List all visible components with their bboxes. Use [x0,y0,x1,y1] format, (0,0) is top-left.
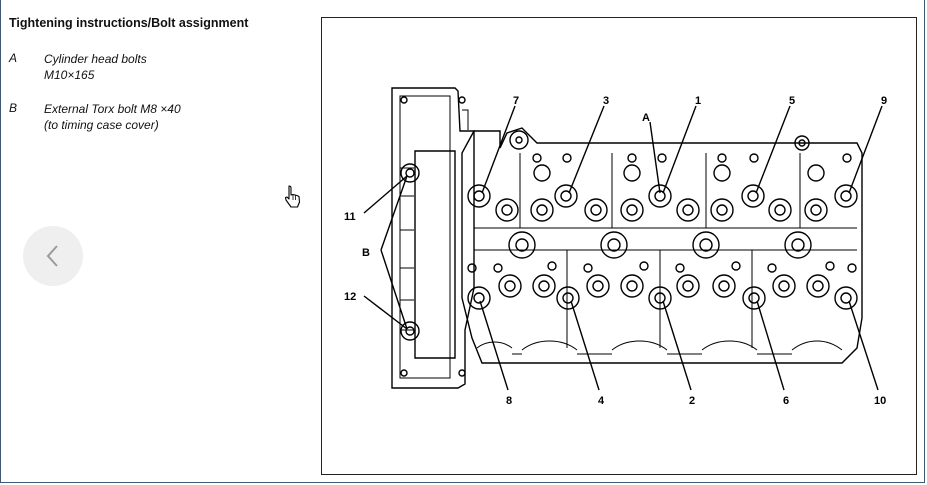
callout-3: 3 [603,95,609,107]
callout-9: 9 [881,95,887,107]
callout-2: 2 [689,395,695,407]
callout-1: 1 [695,95,701,107]
chevron-left-icon [46,245,58,267]
hand-pointer-icon [284,185,301,208]
callout-11: 11 [344,211,356,223]
callout-b: B [362,247,370,259]
callout-7: 7 [513,95,519,107]
cylinder-head-diagram: 7 3 1 5 9 A 11 B 12 8 4 2 6 10 [321,17,917,475]
page-title: Tightening instructions/Bolt assignment [9,16,249,30]
previous-page-button[interactable] [23,226,83,286]
legend-key: A [9,51,18,65]
diagram-svg: 7 3 1 5 9 A 11 B 12 8 4 2 6 10 [344,87,887,407]
callout-4: 4 [598,395,605,407]
drawing-lines [363,87,883,391]
callout-10: 10 [874,395,886,407]
legend-key: B [9,101,18,115]
callout-12: 12 [344,291,356,303]
callout-5: 5 [789,95,795,107]
legend-desc: External Torx bolt M8 ×40(to timing case… [44,102,181,132]
callout-labels: 7 3 1 5 9 A 11 B 12 8 4 2 6 10 [344,95,887,407]
callout-8: 8 [506,395,512,407]
callout-6: 6 [783,395,789,407]
callout-a: A [642,112,650,124]
